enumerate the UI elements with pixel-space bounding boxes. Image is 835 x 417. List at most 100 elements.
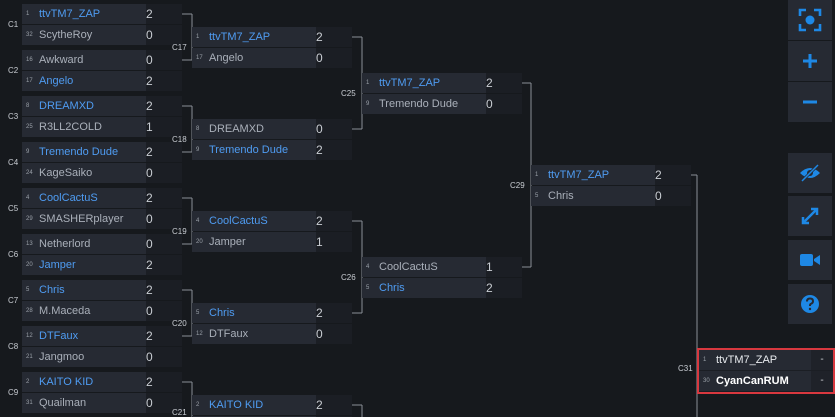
camera-icon <box>800 254 820 266</box>
player-name: Jamper <box>39 259 76 271</box>
player-score: 0 <box>316 327 323 341</box>
match-label-c19: C19 <box>172 227 187 236</box>
camera-button[interactable] <box>788 240 832 280</box>
player-name: Awkward <box>39 54 84 66</box>
match-label-c8: C8 <box>8 342 19 351</box>
player-name: R3LL2COLD <box>39 121 102 133</box>
match-label-c1: C1 <box>8 20 19 29</box>
screenshot-button[interactable] <box>788 0 832 40</box>
match-label-c21: C21 <box>172 408 187 417</box>
player-score: 2 <box>486 76 493 90</box>
player-score: 2 <box>655 168 662 182</box>
player-name: ttvTM7_ZAP <box>379 77 441 89</box>
player-score: 2 <box>316 143 323 157</box>
player-score: 2 <box>146 99 153 113</box>
hide-button[interactable] <box>788 153 832 193</box>
expand-button[interactable] <box>788 196 832 236</box>
player-name: Quailman <box>39 397 87 409</box>
bracket-connector <box>352 36 363 130</box>
zoom-out-button[interactable] <box>788 82 832 122</box>
match-label-c7: C7 <box>8 296 19 305</box>
player-score: 2 <box>146 191 153 205</box>
player-name: KAITO KID <box>39 376 94 388</box>
player-score: 2 <box>146 7 153 21</box>
match-label-c6: C6 <box>8 250 19 259</box>
player-name: Chris <box>39 284 65 296</box>
player-name: Chris <box>379 282 405 294</box>
match-label-c3: C3 <box>8 112 19 121</box>
player-score: 2 <box>146 74 153 88</box>
player-score: - <box>811 371 833 391</box>
player-name: M.Maceda <box>39 305 91 317</box>
player-name: CoolCactuS <box>39 192 98 204</box>
bracket-connector <box>182 197 193 245</box>
player-score: 0 <box>486 97 493 111</box>
help-button[interactable] <box>788 284 832 324</box>
player-score: 1 <box>146 120 153 134</box>
match-label-c18: C18 <box>172 135 187 144</box>
player-score: 0 <box>146 237 153 251</box>
match-label-c31: C31 <box>678 364 693 373</box>
zoom-in-button[interactable] <box>788 41 832 81</box>
bracket-connector <box>352 220 363 314</box>
player-score: - <box>811 350 833 370</box>
player-name: CyanCanRUM <box>716 375 789 387</box>
player-name: SMASHERplayer <box>39 213 124 225</box>
player-name: ttvTM7_ZAP <box>39 8 101 20</box>
